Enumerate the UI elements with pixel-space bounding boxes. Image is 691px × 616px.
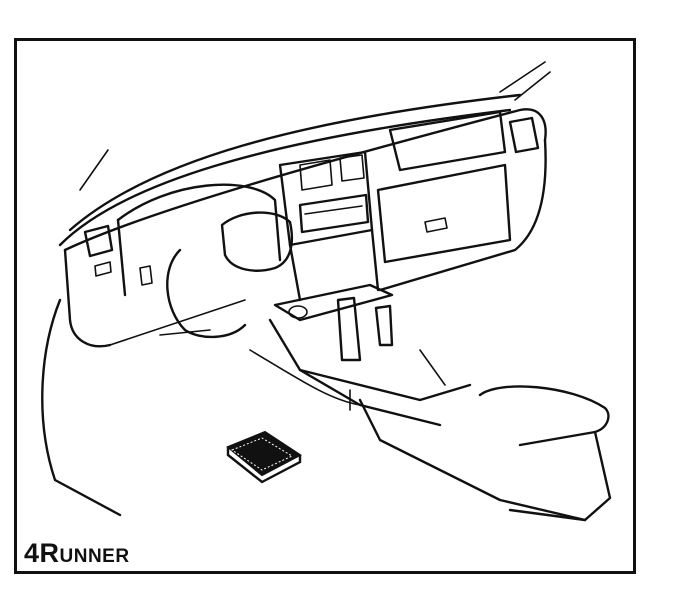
- instrument-cluster-hood: [116, 183, 294, 297]
- center-console: [268, 283, 612, 522]
- ecu-module: [226, 430, 302, 484]
- dashboard-outline: [63, 108, 547, 348]
- steering-column: [159, 248, 247, 339]
- floor-outline: [41, 298, 361, 517]
- figure-frame: [14, 38, 636, 574]
- center-stack: [278, 150, 380, 302]
- glove-box: [376, 110, 540, 264]
- figure-caption: 4Runner: [24, 538, 130, 568]
- left-air-vent: [83, 224, 114, 277]
- windshield-lines: [58, 61, 551, 247]
